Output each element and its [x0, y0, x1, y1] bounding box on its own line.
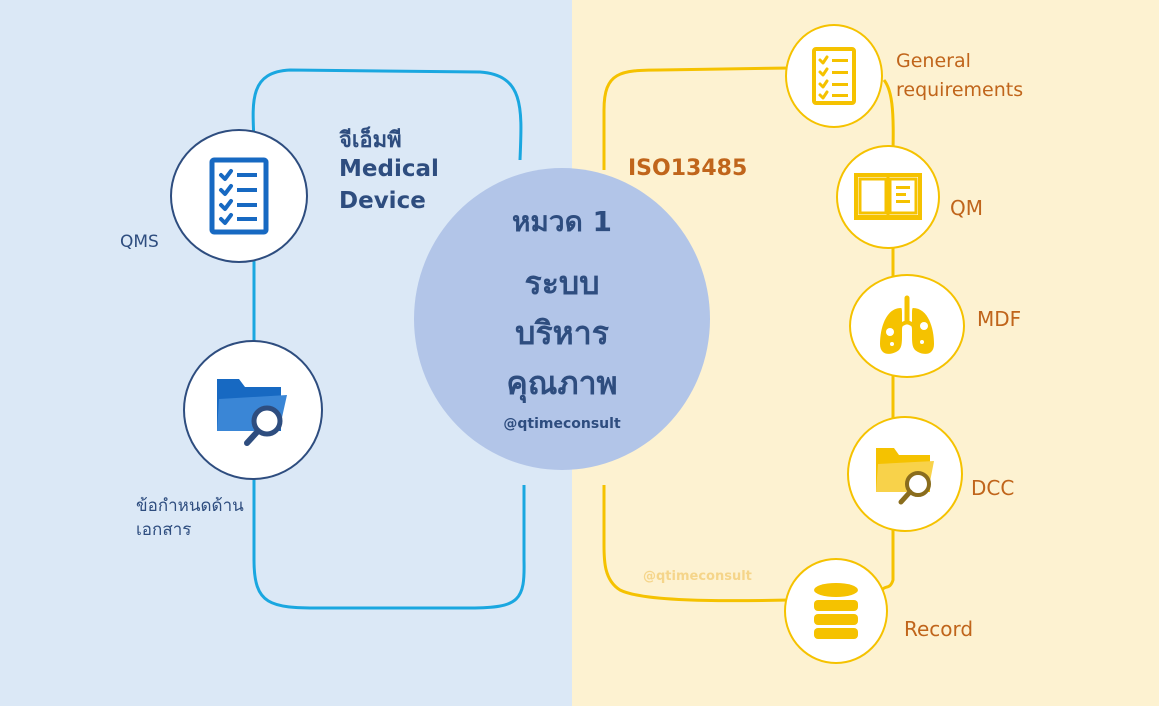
center-circle — [414, 168, 710, 470]
folder-search-icon — [876, 448, 934, 505]
dcc-label: DCC — [971, 476, 1015, 500]
general-requirements-label-line1: General — [896, 50, 971, 72]
dcc-circle — [847, 416, 963, 532]
general-requirements-label-line2: requirements — [896, 79, 1024, 101]
mdf-circle — [849, 274, 965, 378]
qm-circle — [836, 145, 940, 249]
checklist-icon — [812, 47, 856, 105]
checklist-icon — [209, 157, 269, 235]
qms-circle — [170, 129, 308, 263]
lungs-icon — [880, 295, 934, 354]
qm-label: QM — [950, 196, 983, 220]
center-line3: บริหาร — [515, 314, 609, 352]
document-requirements-label-line1: ข้อกำหนดด้าน — [136, 496, 244, 516]
mdf-label: MDF — [977, 307, 1022, 331]
open-book-icon — [854, 173, 922, 220]
general-requirements-circle — [785, 24, 883, 128]
center-line2: ระบบ — [524, 264, 600, 302]
left-title-line2: Medical — [339, 156, 439, 182]
right-watermark: @qtimeconsult — [643, 569, 752, 584]
qms-label: QMS — [120, 232, 159, 252]
center-handle: @qtimeconsult — [503, 416, 621, 432]
left-title-line3: Device — [339, 188, 426, 214]
center-line4: คุณภาพ — [506, 364, 618, 402]
record-label: Record — [904, 617, 974, 641]
right-title: ISO13485 — [628, 156, 748, 181]
document-requirements-circle — [183, 340, 323, 480]
folder-search-icon — [217, 379, 287, 446]
center-line1: หมวด 1 — [511, 205, 613, 238]
left-title-line1: จีเอ็มพี — [339, 128, 402, 153]
record-circle — [784, 558, 888, 664]
document-requirements-label-line2: เอกสาร — [136, 520, 192, 540]
database-icon — [814, 583, 858, 639]
